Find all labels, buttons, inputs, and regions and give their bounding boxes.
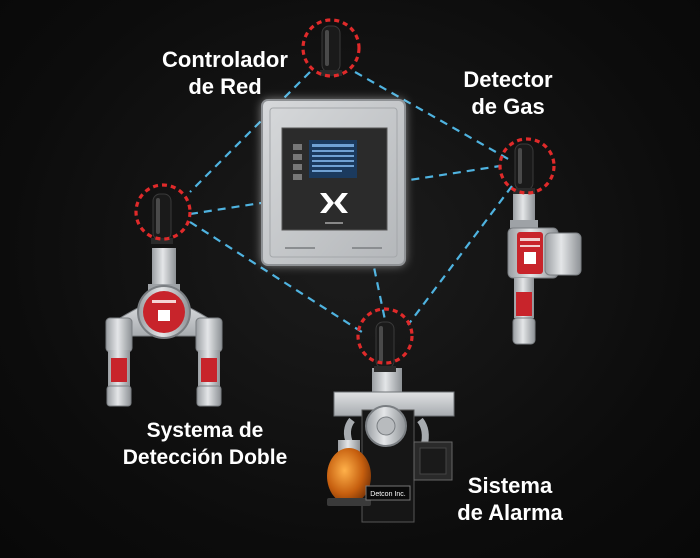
antenna-icon	[150, 193, 174, 245]
link-detector-alarm	[407, 185, 513, 326]
dual-detector-device	[105, 248, 223, 407]
alarm-station-device: Detcon Inc.	[327, 368, 455, 523]
alarm-label: Sistema de Alarma	[440, 472, 580, 526]
alarm-label-line1: Sistema	[467, 473, 553, 498]
link-controller-detector	[354, 71, 511, 161]
antenna-icon	[373, 321, 397, 373]
dual-detection-label-line1: Systema de	[146, 419, 264, 442]
antenna-icon	[512, 143, 536, 195]
gas-detector-label: Detector de Gas	[448, 66, 568, 120]
link-dual-alarm	[189, 221, 366, 335]
alarm-label-line2: de Alarma	[457, 500, 563, 525]
controller-label-line2: de Red	[188, 74, 262, 99]
gas-detector-label-line1: Detector	[463, 67, 553, 92]
signal-ring	[301, 18, 361, 78]
controller-label: Controlador de Red	[145, 46, 305, 100]
controller-label-line1: Controlador	[162, 47, 288, 72]
detcon-logo-icon	[320, 193, 348, 213]
dual-detection-label: Systema de Detección Doble	[100, 417, 310, 471]
link-controller-dual	[189, 71, 311, 193]
controller-enclosure	[261, 99, 406, 266]
signal-ring	[134, 183, 192, 241]
alarm-plate-text: Detcon Inc.	[370, 491, 405, 498]
gas-detector-label-line2: de Gas	[471, 94, 545, 119]
gas-detector-device	[507, 192, 582, 345]
signal-ring	[356, 307, 414, 365]
signal-ring	[498, 137, 556, 195]
antenna-icon	[319, 25, 343, 77]
dual-detection-label-line2: Detección Doble	[122, 446, 288, 469]
